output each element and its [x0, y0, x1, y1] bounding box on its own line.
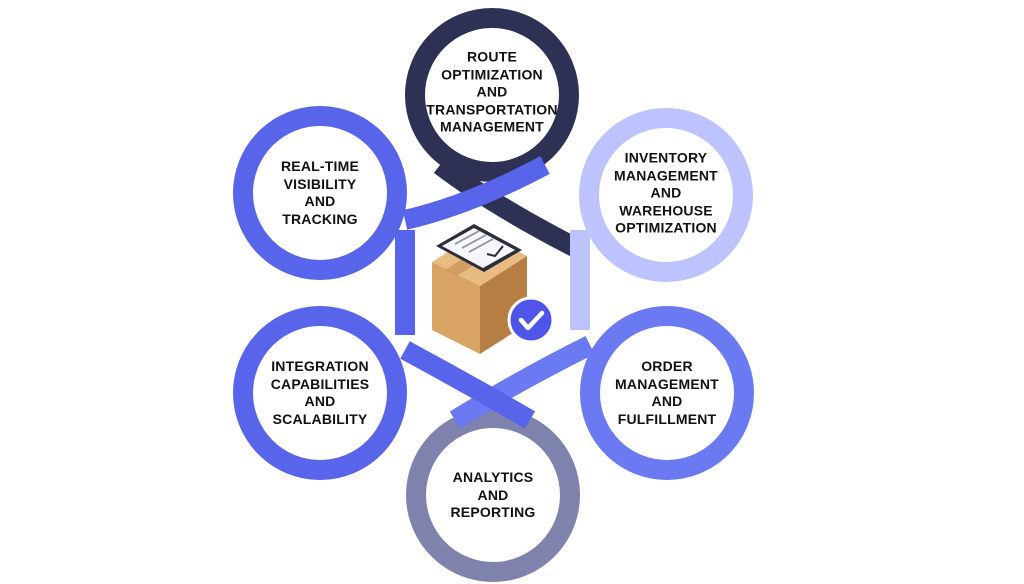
ribbon-integration	[400, 341, 536, 429]
loop-analytics	[406, 408, 580, 582]
loop-integration	[233, 306, 407, 480]
loop-layer	[233, 8, 754, 582]
ribbon-route	[433, 157, 585, 259]
label-analytics: ANALYTICS AND REPORTING	[450, 468, 536, 520]
check-icon	[518, 310, 545, 331]
label-inventory: INVENTORY MANAGEMENT AND WAREHOUSE OPTIM…	[614, 149, 718, 236]
package-illustration	[432, 224, 555, 354]
ribbon-realtime	[402, 156, 550, 230]
ribbon-order	[449, 336, 595, 429]
label-realtime: REAL-TIME VISIBILITY AND TRACKING	[280, 158, 359, 227]
label-order: ORDER MANAGEMENT AND FULFILLMENT	[615, 358, 719, 427]
loop-route	[405, 8, 579, 182]
loop-realtime	[233, 106, 407, 280]
label-route: ROUTE OPTIMIZATION AND TRANSPORTATION MA…	[426, 48, 558, 135]
clipboard-icon	[436, 224, 522, 272]
check-badge	[509, 298, 553, 342]
loop-inventory	[579, 108, 753, 282]
loop-order	[580, 306, 754, 480]
box-left-face	[432, 262, 480, 354]
label-integration: INTEGRATION CAPABILITIES AND SCALABILITY	[270, 358, 370, 427]
